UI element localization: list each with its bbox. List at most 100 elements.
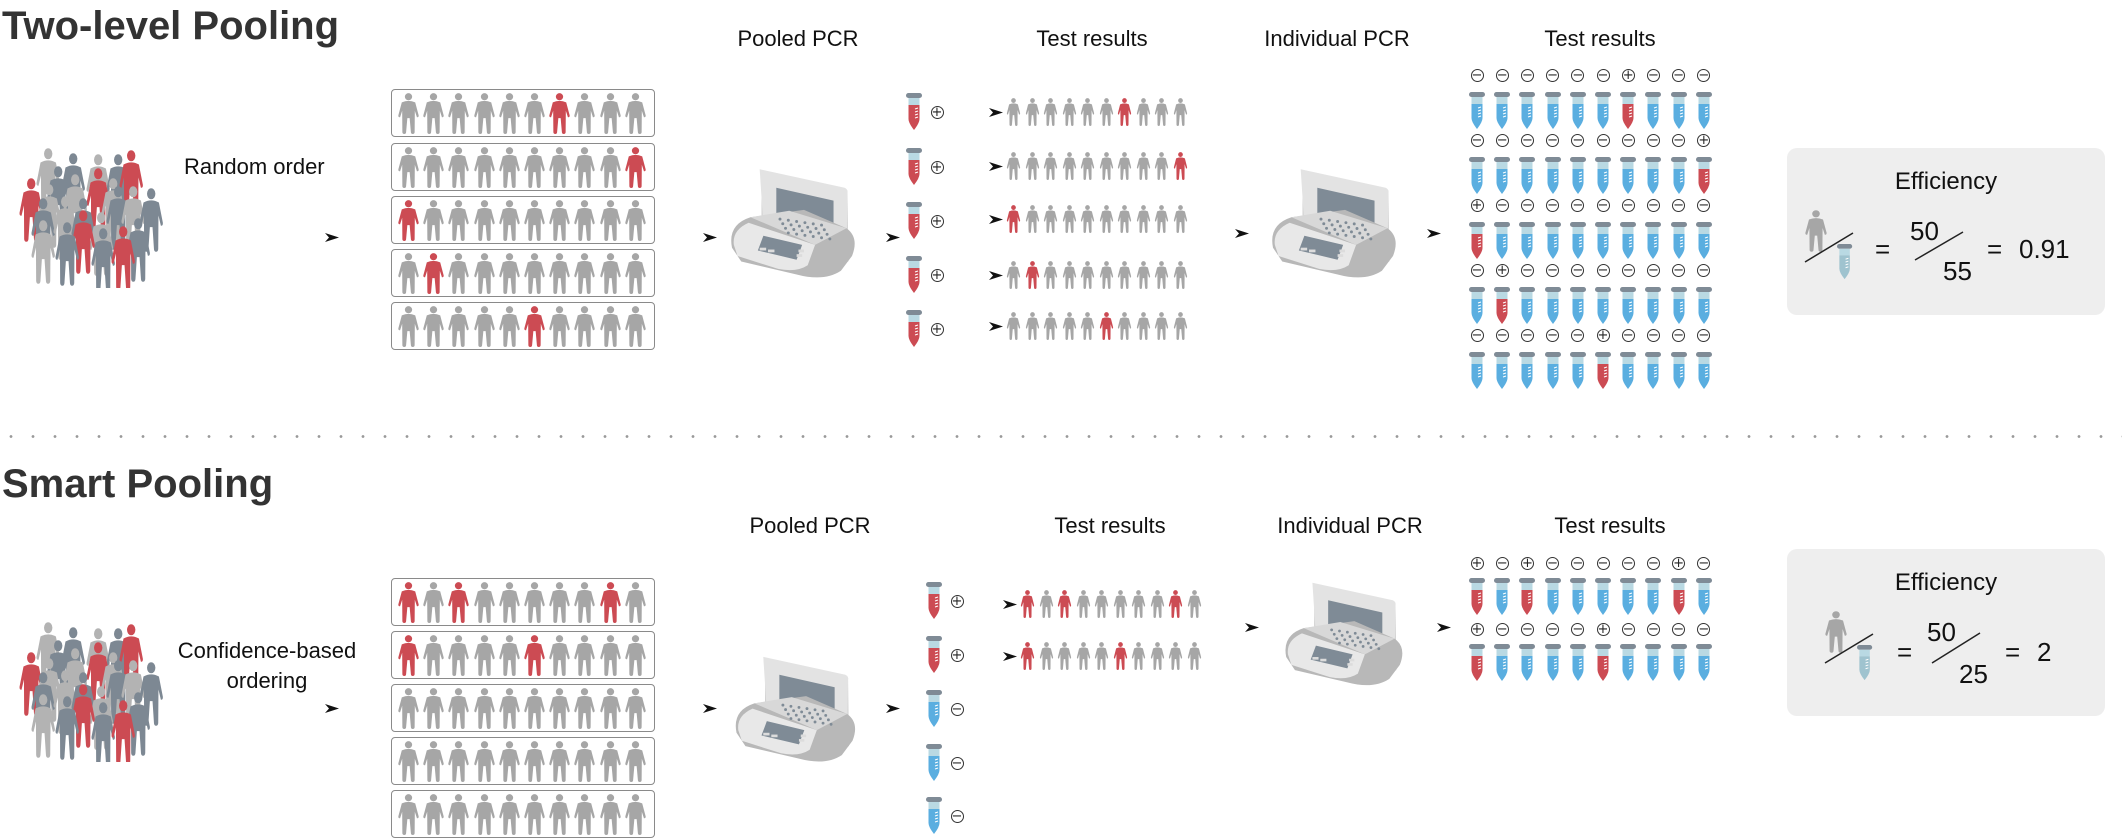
crowd-person-icon [71,684,95,748]
person-icon [423,306,444,347]
positive-tube-icon [1595,352,1611,389]
person-icon [1150,642,1164,670]
positive-person-icon [398,635,419,676]
plus-circle-icon: + [1672,555,1686,571]
person-icon [1080,98,1095,126]
person-icon [1025,312,1039,340]
person-icon [423,794,444,835]
minus-circle-icon: − [1621,197,1635,213]
positive-person-icon [1173,152,1187,180]
positive-tube-icon [1595,644,1611,681]
person-icon [524,582,545,623]
minus-circle-icon: − [1470,327,1484,343]
crowd-person-icon [55,696,79,760]
person-icon [398,253,419,294]
positive-tube-icon [1469,578,1485,615]
positive-person-icon [1168,590,1183,618]
crowd-person-icon [31,694,55,758]
person-icon [599,147,621,188]
person-icon [499,794,520,835]
negative-tube-icon [1595,578,1611,615]
minus-circle-icon: − [1571,197,1585,213]
negative-tube-icon [1519,157,1536,194]
negative-tube-icon [1645,222,1662,259]
crowd-person-icon [111,700,135,762]
negative-tube-icon [1494,644,1511,681]
person-icon [524,688,545,729]
person-icon [1131,642,1146,670]
person-icon [574,253,596,294]
arrow-icon [325,704,339,713]
plus-circle-icon: + [1495,262,1509,278]
minus-circle-icon: − [1546,555,1560,571]
person-icon [574,741,596,782]
positive-tube-icon [1469,644,1485,681]
minus-circle-icon: − [950,808,964,824]
fraction-slash [1824,633,1874,664]
arrow-icon [989,215,1003,224]
minus-circle-icon: − [1672,132,1686,148]
person-icon [524,741,545,782]
person-icon [1136,261,1150,289]
person-icon [1039,642,1053,670]
positive-person-icon [1020,590,1035,618]
minus-circle-icon: − [1571,67,1585,83]
person-icon [1057,642,1072,670]
arrow-icon [1235,229,1249,238]
efficiency-denominator: 55 [1943,256,1972,286]
person-icon [1136,152,1150,180]
person-icon [499,582,520,623]
negative-tube-icon [1595,157,1611,194]
header-pooled-pcr: Pooled PCR [749,513,871,538]
person-icon [1062,312,1076,340]
negative-tube-icon [1494,578,1511,615]
plus-circle-icon: + [1470,621,1484,637]
minus-circle-icon: − [1621,621,1635,637]
header-individual-pcr: Individual PCR [1277,513,1423,538]
minus-circle-icon: − [1546,67,1560,83]
minus-circle-icon: − [1571,132,1585,148]
person-icon [423,147,444,188]
person-icon [1006,312,1021,340]
minus-circle-icon: − [1546,132,1560,148]
arrow-icon [989,322,1003,331]
person-per-tube-icon [1804,210,1964,280]
person-icon [423,93,444,134]
positive-tube-icon [906,93,922,130]
tube-icon [1837,244,1853,280]
person-icon [524,253,545,294]
person-icon [1154,152,1169,180]
positive-person-icon [398,200,419,241]
person-icon [1117,261,1132,289]
negative-tube-icon [1494,92,1511,129]
person-icon [448,200,470,241]
negative-tube-icon [1544,287,1561,324]
positive-tube-icon [1469,222,1485,259]
negative-tube-icon [1469,352,1485,389]
plus-circle-icon: + [930,321,944,337]
arrow-icon [325,233,339,242]
person-icon [1043,261,1058,289]
header-test-results-individual: Test results [1554,513,1666,538]
efficiency-box: Efficiency = 50 55 = 0.91 [1787,148,2105,315]
minus-circle-icon: − [1646,197,1660,213]
minus-circle-icon: − [1571,262,1585,278]
arrow-icon [1427,229,1441,238]
person-icon [1080,312,1095,340]
person-icon [549,741,570,782]
negative-tube-icon [1670,287,1687,324]
negative-tube-icon [1569,578,1586,615]
efficiency-numerator: 50 [1910,216,1939,246]
equals-sign: = [1987,234,2003,264]
negative-tube-icon [1519,644,1536,681]
negative-tube-icon [926,690,942,727]
person-icon [549,200,570,241]
person-icon [1025,98,1039,126]
person-per-tube-icon [1824,611,1981,681]
plus-circle-icon: + [1596,327,1610,343]
negative-tube-icon [1469,287,1485,324]
pcr-machine-icon [1272,169,1396,278]
person-icon [599,741,621,782]
positive-person-icon [1020,642,1035,670]
pcr-machine-icon [735,656,856,762]
